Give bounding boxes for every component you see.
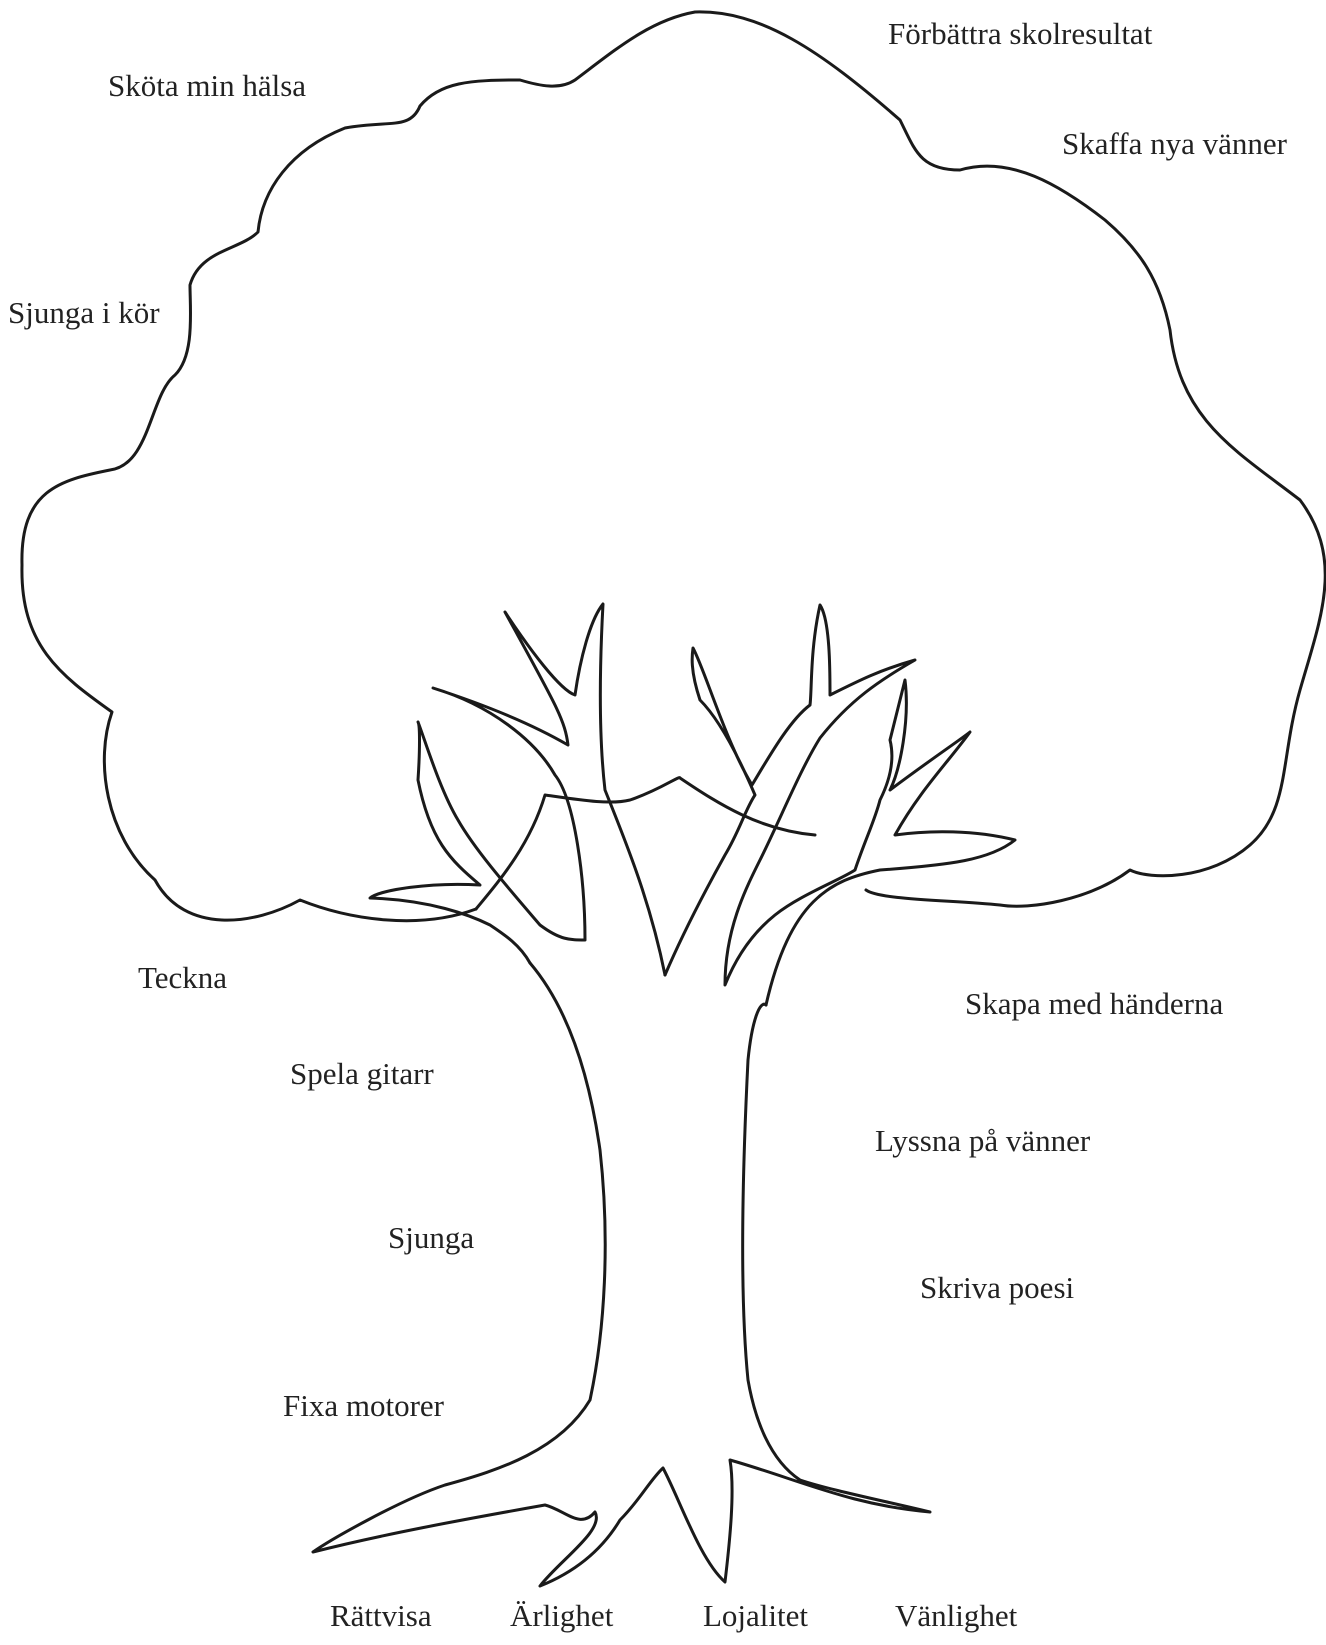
label-skriva-poesi: Skriva poesi <box>920 1272 1074 1303</box>
label-skaffa-nya-vanner: Skaffa nya vänner <box>1062 128 1287 159</box>
label-skapa-med-handerna: Skapa med händerna <box>965 988 1223 1019</box>
tree-branch-outline-right <box>665 605 1015 1005</box>
label-sjunga: Sjunga <box>388 1222 474 1253</box>
label-rattvisa: Rättvisa <box>330 1600 432 1631</box>
label-arlighet: Ärlighet <box>510 1600 613 1631</box>
label-skota-min-halsa: Sköta min hälsa <box>108 70 306 101</box>
label-forbattra-skolresultat: Förbättra skolresultat <box>888 18 1152 49</box>
label-spela-gitarr: Spela gitarr <box>290 1058 434 1089</box>
label-lojalitet: Lojalitet <box>703 1600 808 1631</box>
label-sjunga-i-kor: Sjunga i kör <box>8 297 160 328</box>
label-vanlighet: Vänlighet <box>895 1600 1017 1631</box>
label-teckna: Teckna <box>138 962 227 993</box>
label-fixa-motorer: Fixa motorer <box>283 1390 444 1421</box>
label-lyssna-pa-vanner: Lyssna på vänner <box>875 1125 1090 1156</box>
tree-inner-canopy-line <box>476 778 815 909</box>
